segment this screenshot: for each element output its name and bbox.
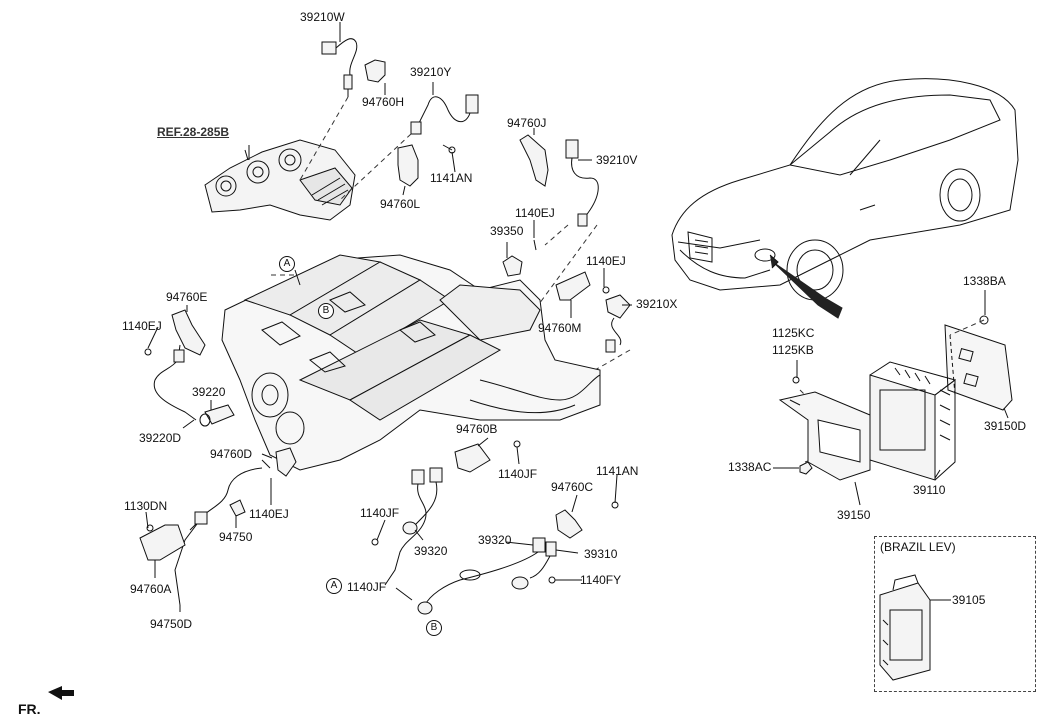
label-39210v: 39210V <box>596 153 638 167</box>
label-1140jf-left: 1140JF <box>360 506 400 520</box>
reference-circle-b-top: B <box>318 303 334 319</box>
bracket-94760e <box>144 309 206 356</box>
ecu-bracket-39150 <box>778 376 871 481</box>
label-39210y: 39210Y <box>410 65 452 79</box>
label-94750d: 94750D <box>150 617 193 631</box>
bracket-94760j <box>519 134 549 187</box>
front-direction-arrow-icon <box>48 686 74 700</box>
cam-sensor-39310 <box>511 555 556 590</box>
label-1140fy: 1140FY <box>580 573 622 587</box>
label-94750: 94750 <box>219 530 253 544</box>
label-94760e: 94760E <box>166 290 208 304</box>
sensor-94750 <box>229 499 246 517</box>
bracket-94760a <box>139 524 186 561</box>
label-1140ej-bottom: 1140EJ <box>249 507 289 521</box>
label-39210w: 39210W <box>300 10 345 24</box>
nut-1338ac <box>799 461 813 475</box>
label-94760j: 94760J <box>507 116 547 130</box>
front-direction-label: FR. <box>18 701 41 717</box>
label-39150d: 39150D <box>984 419 1027 433</box>
label-39110: 39110 <box>913 483 946 497</box>
label-94760m: 94760M <box>538 321 582 335</box>
label-1140jf-bottom: 1140JF <box>347 580 387 594</box>
label-1338ba: 1338BA <box>963 274 1006 288</box>
knock-sensor-39220 <box>199 404 235 427</box>
label-39220d: 39220D <box>139 431 182 445</box>
exhaust-manifold-illustration <box>204 139 356 221</box>
label-brazil-lev: (BRAZIL LEV) <box>880 540 956 554</box>
label-39150: 39150 <box>837 508 871 522</box>
label-94760l: 94760L <box>380 197 421 211</box>
ecu-location-pointer <box>772 261 843 319</box>
label-ref-28-285b: REF.28-285B <box>157 125 230 139</box>
bracket-94760d <box>261 447 297 477</box>
label-94760d: 94760D <box>210 447 253 461</box>
label-94760h: 94760H <box>362 95 405 109</box>
vehicle-illustration <box>671 78 1019 301</box>
sensor-39350 <box>502 239 537 277</box>
label-1125kb: 1125KB <box>772 343 814 357</box>
bracket-94760h <box>364 59 386 83</box>
label-94760a: 94760A <box>130 582 172 596</box>
wiring-harness-39220d <box>153 344 197 421</box>
label-39310: 39310 <box>584 547 618 561</box>
brazil-lev-variant-box <box>874 536 1036 692</box>
label-1140ej-left: 1140EJ <box>122 319 162 333</box>
label-1140ej-39350: 1140EJ <box>515 206 555 220</box>
label-1140ej-39210x: 1140EJ <box>586 254 626 268</box>
label-1125kc: 1125KC <box>772 326 815 340</box>
ecu-39105 <box>879 574 931 681</box>
label-39350: 39350 <box>490 224 524 238</box>
oxygen-sensor-39210w <box>321 38 358 97</box>
label-1141an-bottom: 1141AN <box>596 464 639 478</box>
bracket-94760l <box>397 144 456 187</box>
reference-circle-a-bottom: A <box>326 578 342 594</box>
ecu-bracket-39150d <box>944 315 1013 411</box>
reference-circle-b-bottom: B <box>426 620 442 636</box>
label-39220: 39220 <box>192 385 226 399</box>
label-1130dn: 1130DN <box>124 499 168 513</box>
oxygen-sensor-39210y <box>410 94 479 135</box>
bracket-94760m <box>555 271 610 301</box>
cam-sensor-harness-39320 <box>371 467 443 586</box>
label-1338ac: 1338AC <box>728 460 772 474</box>
label-1141an-top: 1141AN <box>430 171 473 185</box>
label-94760b: 94760B <box>456 422 498 436</box>
label-39210x: 39210X <box>636 297 678 311</box>
label-94760c: 94760C <box>551 480 594 494</box>
label-1140jf-94760b: 1140JF <box>498 467 538 481</box>
label-39105: 39105 <box>952 593 986 607</box>
oxygen-sensor-39210v <box>565 139 599 227</box>
wiring-harness-94750d <box>174 467 263 606</box>
label-39320-right: 39320 <box>478 533 512 547</box>
engine-illustration <box>221 254 601 471</box>
ecu-39110 <box>869 361 957 481</box>
bracket-94760b <box>454 440 521 473</box>
label-39320-left: 39320 <box>414 544 448 558</box>
reference-circle-a-top: A <box>279 256 295 272</box>
bracket-94760c <box>555 501 619 539</box>
oxygen-sensor-39210x <box>605 294 631 353</box>
